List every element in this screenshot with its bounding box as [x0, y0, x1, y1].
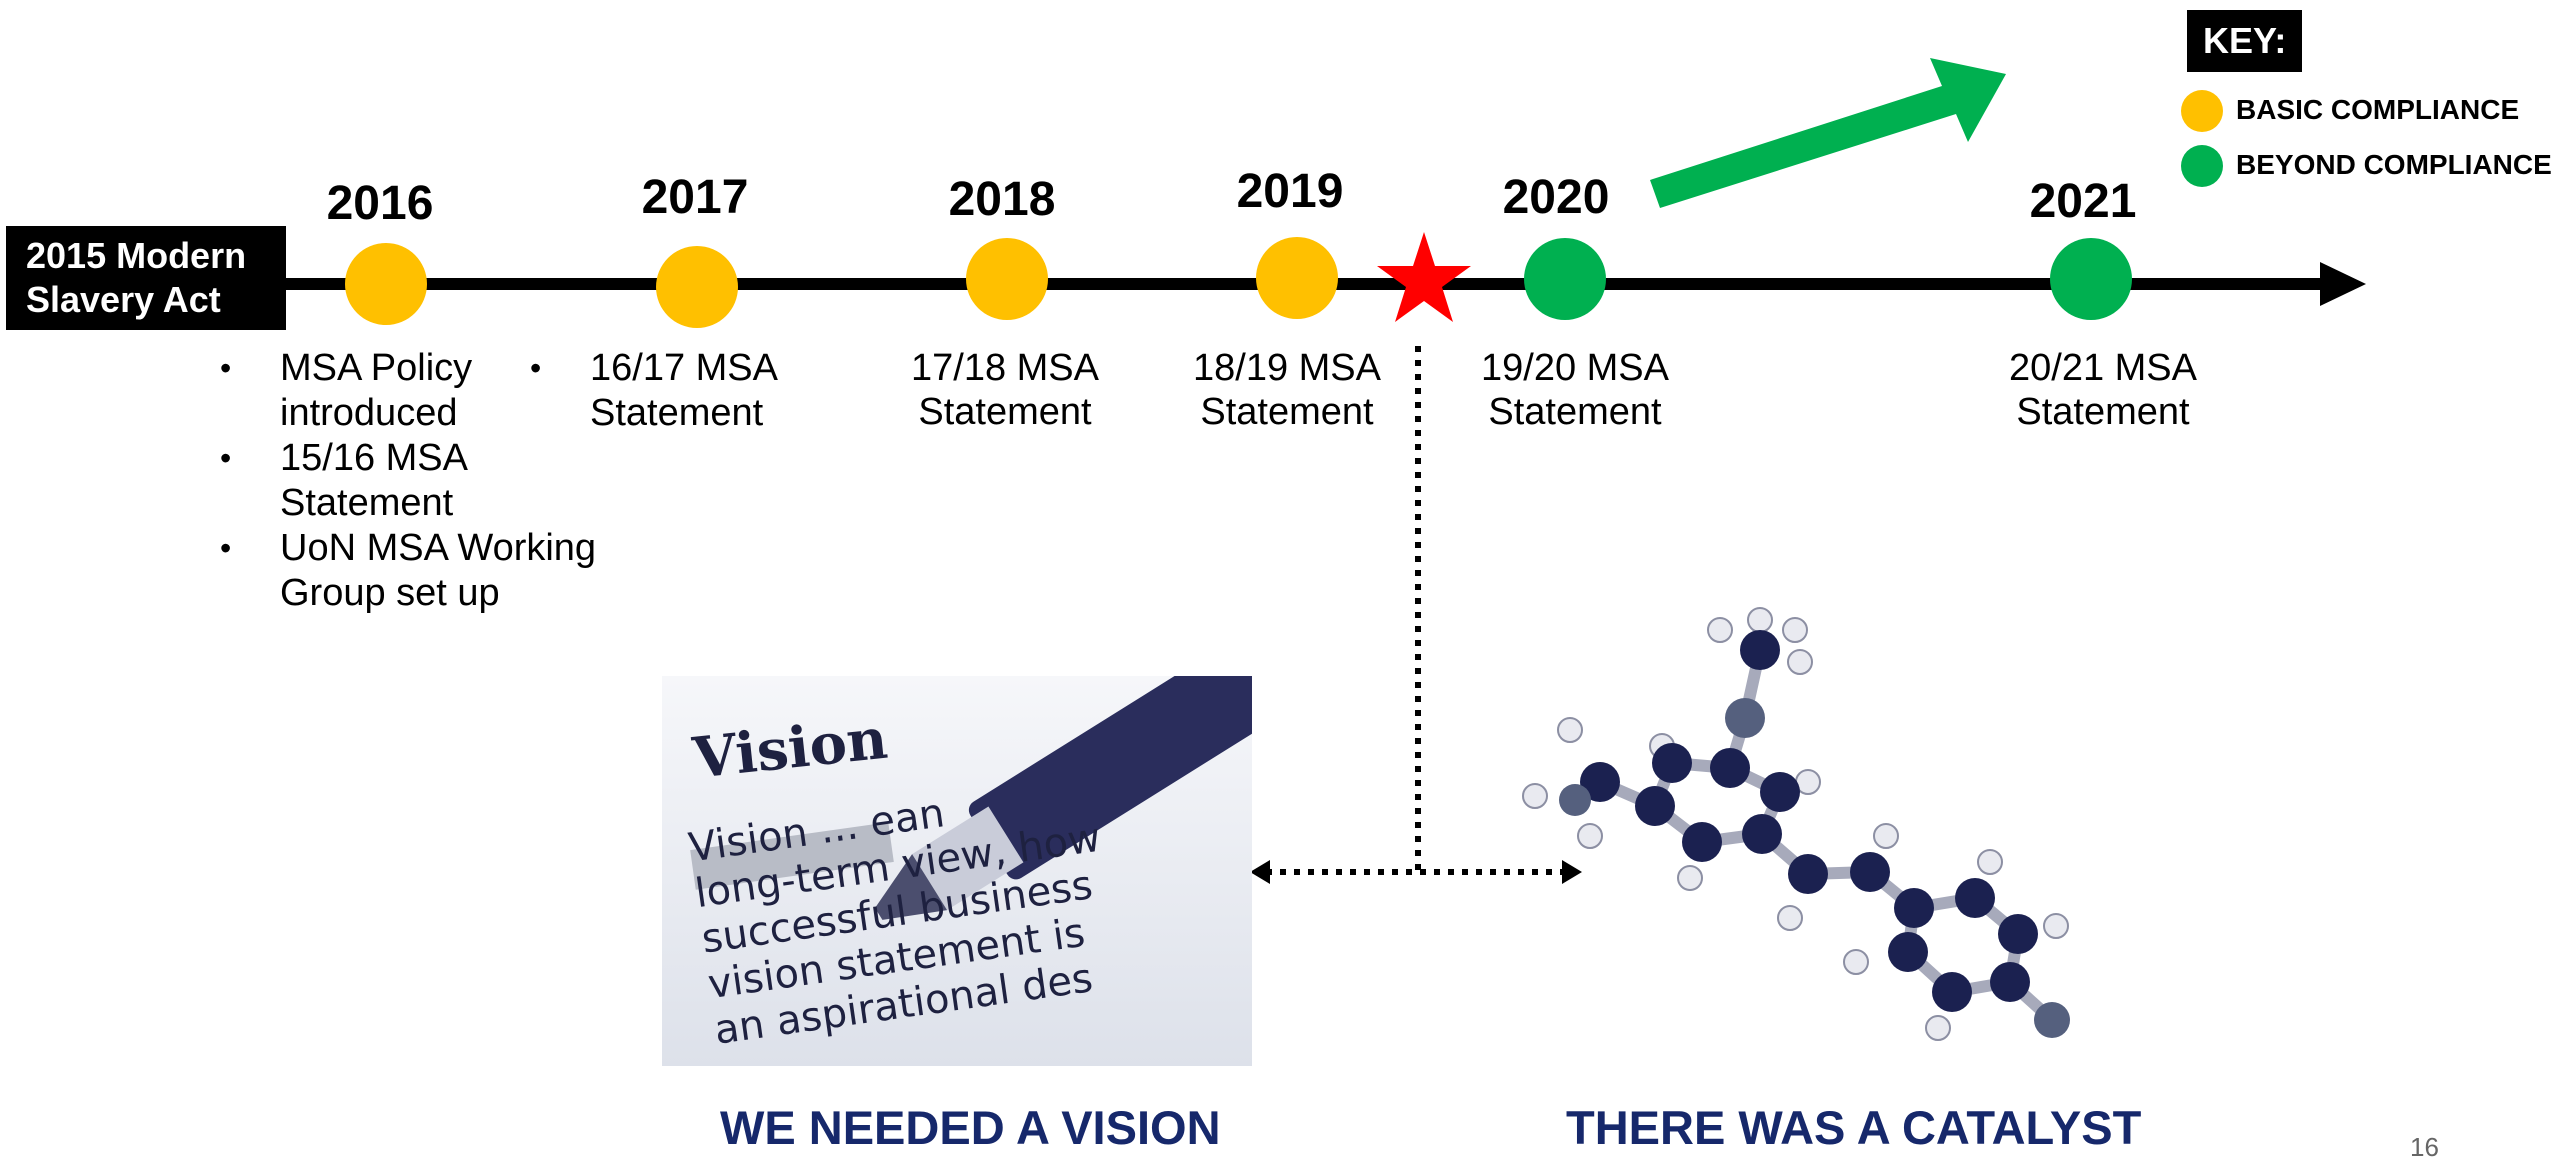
key-basic-label: BASIC COMPLIANCE — [2236, 94, 2520, 125]
list-item: MSA Policy introduced — [220, 346, 640, 436]
key-beyond-label: BEYOND COMPLIANCE — [2236, 149, 2552, 180]
start-label-line2: Slavery Act — [26, 279, 221, 320]
milestone-dot-2020 — [1524, 238, 1606, 320]
milestone-2021-text: 20/21 MSA Statement — [2009, 347, 2197, 433]
milestone-dot-2018 — [966, 238, 1048, 320]
year-2017: 2017 — [641, 171, 749, 224]
molecule-image — [1522, 607, 2070, 1041]
dotted-connector — [1250, 346, 1582, 884]
start-label-box: 2015 Modern Slavery Act — [6, 226, 286, 330]
growth-arrow-icon — [1650, 58, 2006, 208]
milestone-dot-2016 — [345, 243, 427, 325]
year-2020: 2020 — [1502, 171, 1610, 224]
start-label-line1: 2015 Modern — [26, 235, 247, 276]
catalyst-star-icon — [1377, 232, 1471, 322]
milestone-dot-2017 — [656, 246, 738, 328]
caption-catalyst: THERE WAS A CATALYST — [1566, 1101, 2142, 1154]
key-basic-dot — [2181, 90, 2223, 132]
milestone-2017-list: 16/17 MSA Statement — [530, 346, 790, 436]
milestone-2018-text: 17/18 MSA Statement — [911, 347, 1099, 433]
year-2018: 2018 — [948, 173, 1056, 226]
milestone-dot-2021 — [2050, 238, 2132, 320]
list-item: 16/17 MSA Statement — [530, 346, 790, 436]
list-item: UoN MSA Working Group set up — [220, 526, 640, 616]
page-number: 16 — [2410, 1132, 2439, 1162]
list-item: 15/16 MSA Statement — [220, 436, 640, 526]
year-2019: 2019 — [1236, 165, 1344, 218]
vision-image: Vision Vision ... ean long-term view, ho… — [662, 676, 1252, 1066]
caption-vision: WE NEEDED A VISION — [720, 1101, 1221, 1154]
timeline-arrowhead — [2320, 262, 2366, 306]
milestone-2020-text: 19/20 MSA Statement — [1481, 347, 1669, 433]
year-2016: 2016 — [326, 177, 434, 230]
milestone-dot-2019 — [1256, 237, 1338, 319]
year-2021: 2021 — [2029, 175, 2137, 228]
milestone-2019-text: 18/19 MSA Statement — [1193, 347, 1381, 433]
key-beyond-dot — [2181, 145, 2223, 187]
milestone-2016-list: MSA Policy introduced 15/16 MSA Statemen… — [220, 346, 640, 616]
key-title: KEY: — [2187, 10, 2303, 72]
